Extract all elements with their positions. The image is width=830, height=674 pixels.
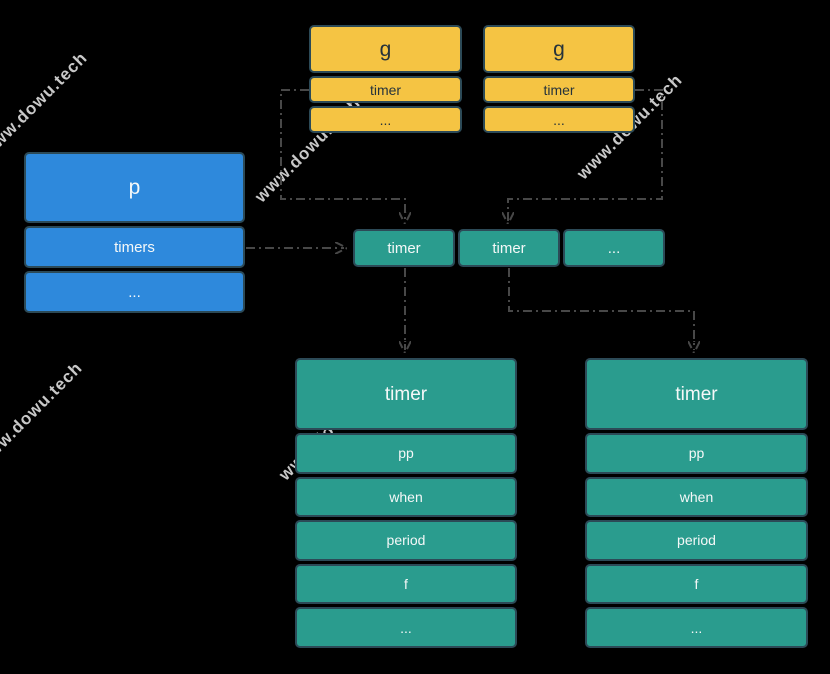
timer-struct-2: timer pp when period f ... xyxy=(585,358,808,648)
timers-array-cell-1: timer xyxy=(353,229,455,267)
g-struct-1-field-ellipsis: ... xyxy=(309,106,462,133)
g-struct-2: g timer ... xyxy=(483,25,635,133)
timers-array: timer timer ... xyxy=(353,229,665,267)
timer-struct-2-field-when: when xyxy=(585,476,808,518)
timers-array-cell-2: timer xyxy=(458,229,560,267)
p-struct: p timers ... xyxy=(24,152,245,313)
p-struct-title: p xyxy=(24,152,245,223)
g-struct-2-field-ellipsis: ... xyxy=(483,106,635,133)
timers-array-cell-ellipsis: ... xyxy=(563,229,665,267)
timer-struct-1-field-pp: pp xyxy=(295,433,517,474)
g-struct-2-field-timer: timer xyxy=(483,76,635,103)
timer-struct-2-field-period: period xyxy=(585,520,808,561)
timer-struct-1-title: timer xyxy=(295,358,517,430)
timer-struct-1-field-f: f xyxy=(295,563,517,605)
g-struct-1-title: g xyxy=(309,25,462,73)
g-struct-1: g timer ... xyxy=(309,25,462,133)
timer-struct-2-title: timer xyxy=(585,358,808,430)
timer-struct-1: timer pp when period f ... xyxy=(295,358,517,648)
arrow-g1-timer-to-array xyxy=(280,89,405,221)
timer-struct-2-field-f: f xyxy=(585,563,808,605)
g-struct-1-field-timer: timer xyxy=(309,76,462,103)
timer-struct-1-field-ellipsis: ... xyxy=(295,607,517,648)
p-struct-field-timers: timers xyxy=(24,226,245,268)
timer-struct-1-field-when: when xyxy=(295,476,517,518)
arrow-g2-timer-to-array xyxy=(508,89,663,221)
p-struct-field-ellipsis: ... xyxy=(24,271,245,313)
timer-struct-2-field-pp: pp xyxy=(585,433,808,474)
timer-struct-2-field-ellipsis: ... xyxy=(585,607,808,648)
timer-struct-1-field-period: period xyxy=(295,520,517,561)
arrow-array-cell2-to-timer2 xyxy=(508,268,694,350)
g-struct-2-title: g xyxy=(483,25,635,73)
